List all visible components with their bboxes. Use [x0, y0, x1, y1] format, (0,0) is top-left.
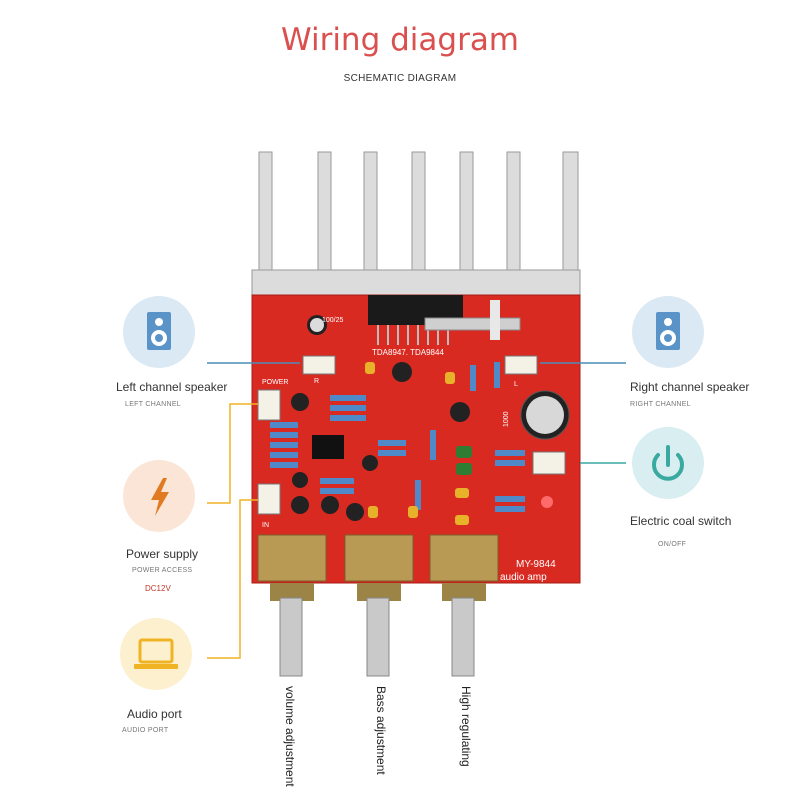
left-speaker-label: Left channel speaker — [116, 380, 228, 394]
power-label: POWER — [262, 379, 288, 386]
power-label: Power supply — [126, 547, 199, 561]
l-label: L — [514, 381, 518, 388]
audio-sub: AUDIO PORT — [122, 727, 169, 734]
in-label: IN — [262, 522, 269, 529]
diagram-subtitle: SCHEMATIC DIAGRAM — [343, 73, 457, 84]
diagram-title: Wiring diagram — [280, 22, 520, 58]
r-label: R — [314, 378, 319, 385]
connectors — [257, 355, 566, 515]
model-sub-label: audio amp — [500, 572, 547, 583]
speaker-icon — [147, 312, 171, 350]
wiring-lines — [207, 362, 626, 659]
knob-label-high: High regulating — [459, 686, 473, 767]
chip-label: TDA8947. TDA9844 — [372, 348, 444, 357]
left-speaker-circle — [123, 296, 195, 368]
power-circle — [123, 460, 195, 532]
heatsink — [251, 151, 581, 301]
switch-circle — [632, 427, 704, 499]
right-speaker-circle — [632, 296, 704, 368]
right-speaker-sub: RIGHT CHANNEL — [630, 401, 691, 408]
switch-label: Electric coal switch — [630, 514, 732, 528]
power-voltage: DC12V — [145, 584, 171, 593]
lightning-icon — [151, 478, 169, 516]
audio-label: Audio port — [127, 707, 182, 721]
cap-label: 1000 — [503, 411, 510, 427]
power-sub: POWER ACCESS — [132, 567, 193, 574]
power-icon — [652, 445, 684, 481]
audio-circle — [120, 618, 192, 690]
model-label: MY-9844 — [516, 559, 556, 570]
cap2-label: 100/25 — [322, 317, 344, 324]
left-speaker-sub: LEFT CHANNEL — [125, 401, 181, 408]
knob-label-volume: volume adjustment — [283, 686, 297, 787]
resistors — [270, 362, 525, 512]
switch-sub: ON/OFF — [658, 541, 687, 548]
potentiometers — [257, 534, 499, 677]
knob-label-bass: Bass adjustment — [374, 686, 388, 775]
speaker-icon — [656, 312, 680, 350]
right-speaker-label: Right channel speaker — [630, 380, 750, 394]
laptop-icon — [134, 638, 178, 669]
